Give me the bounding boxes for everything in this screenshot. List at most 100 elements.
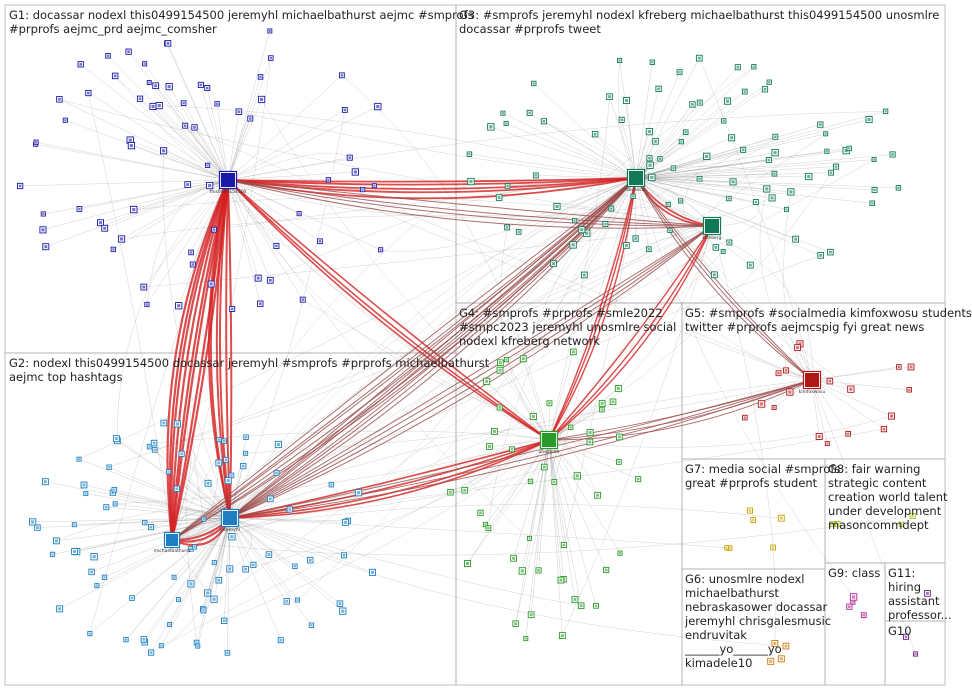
hub-label-kfreberg: kfreberg xyxy=(703,235,722,241)
edge xyxy=(45,481,231,519)
edge xyxy=(227,75,342,181)
edge xyxy=(227,179,277,247)
node-fill xyxy=(498,406,501,409)
edge xyxy=(227,179,259,279)
node-fill xyxy=(209,282,213,286)
edge xyxy=(635,152,776,179)
node-fill xyxy=(340,74,344,77)
edge xyxy=(106,507,231,519)
edge xyxy=(177,423,231,519)
node-fill xyxy=(193,545,196,549)
node-fill xyxy=(258,302,262,306)
strong-edge xyxy=(227,177,637,190)
node-fill xyxy=(275,244,278,248)
strong-edge xyxy=(635,177,813,381)
node-fill xyxy=(206,86,209,90)
edge xyxy=(20,179,229,187)
node-fill xyxy=(248,117,252,120)
hub-label-michaelbathurst: michaelbathurst xyxy=(154,548,191,554)
edge xyxy=(499,370,550,441)
node-fill xyxy=(819,253,823,257)
node-fill xyxy=(484,523,487,526)
node-fill xyxy=(828,250,832,254)
edge xyxy=(635,124,821,179)
node-fill xyxy=(182,101,185,105)
node-fill xyxy=(215,102,219,105)
edge xyxy=(548,388,619,441)
edge xyxy=(635,137,732,179)
strong-edge xyxy=(227,179,713,227)
node-fill xyxy=(505,226,509,229)
edge xyxy=(635,72,680,179)
group-box-g11 xyxy=(884,562,946,622)
node-fill xyxy=(152,441,156,445)
node-fill xyxy=(520,569,524,573)
node-fill xyxy=(741,148,745,152)
edge xyxy=(518,177,637,233)
edge xyxy=(635,177,787,210)
edge xyxy=(91,517,231,573)
node-fill xyxy=(779,516,783,520)
edge xyxy=(635,177,773,199)
node-fill xyxy=(817,434,821,438)
node-fill xyxy=(222,439,226,443)
edge xyxy=(197,517,231,647)
edge xyxy=(548,439,598,496)
edge xyxy=(227,179,300,214)
strong-edge xyxy=(227,179,550,441)
node-fill xyxy=(107,466,111,469)
node-fill xyxy=(77,458,81,461)
edge xyxy=(152,106,229,181)
edge xyxy=(227,179,271,281)
node-fill xyxy=(632,195,635,198)
node-fill xyxy=(285,599,289,603)
node-fill xyxy=(771,546,775,549)
edge xyxy=(238,111,637,179)
edge xyxy=(480,439,550,513)
node-fill xyxy=(593,132,597,136)
node-fill xyxy=(600,401,604,405)
edge xyxy=(548,251,724,441)
edge xyxy=(88,93,173,541)
node-fill xyxy=(575,474,579,478)
node-fill xyxy=(143,62,146,65)
edge xyxy=(229,517,348,522)
node-fill xyxy=(788,390,792,394)
edge xyxy=(626,100,637,179)
edge xyxy=(125,177,637,640)
strong-edge xyxy=(227,179,713,227)
node-fill xyxy=(244,567,248,571)
node-fill xyxy=(114,437,118,441)
node-fill xyxy=(119,237,124,241)
node-fill xyxy=(926,591,929,595)
node-fill xyxy=(736,65,740,69)
node-fill xyxy=(217,438,221,441)
node-fill xyxy=(353,170,357,174)
node-fill xyxy=(909,365,913,369)
node-fill xyxy=(658,157,662,160)
edge xyxy=(229,517,345,556)
node-fill xyxy=(728,241,731,244)
edge xyxy=(227,76,261,181)
node-fill xyxy=(512,556,516,560)
node-fill xyxy=(773,406,776,409)
node-fill xyxy=(553,480,556,484)
node-fill xyxy=(127,50,130,54)
edge xyxy=(227,179,381,250)
strong-edge xyxy=(635,177,813,381)
node-fill xyxy=(342,554,346,557)
edge xyxy=(229,517,298,601)
node-fill xyxy=(268,278,272,282)
edge xyxy=(200,84,229,181)
edge xyxy=(783,191,813,381)
edge xyxy=(229,208,612,519)
edge xyxy=(621,119,637,179)
node-fill xyxy=(897,186,900,189)
edge xyxy=(489,439,550,447)
edge xyxy=(635,172,832,179)
edge xyxy=(500,227,550,441)
node-fill xyxy=(129,144,134,148)
node-fill xyxy=(654,140,657,143)
node-fill xyxy=(73,523,76,526)
edge xyxy=(130,139,229,181)
